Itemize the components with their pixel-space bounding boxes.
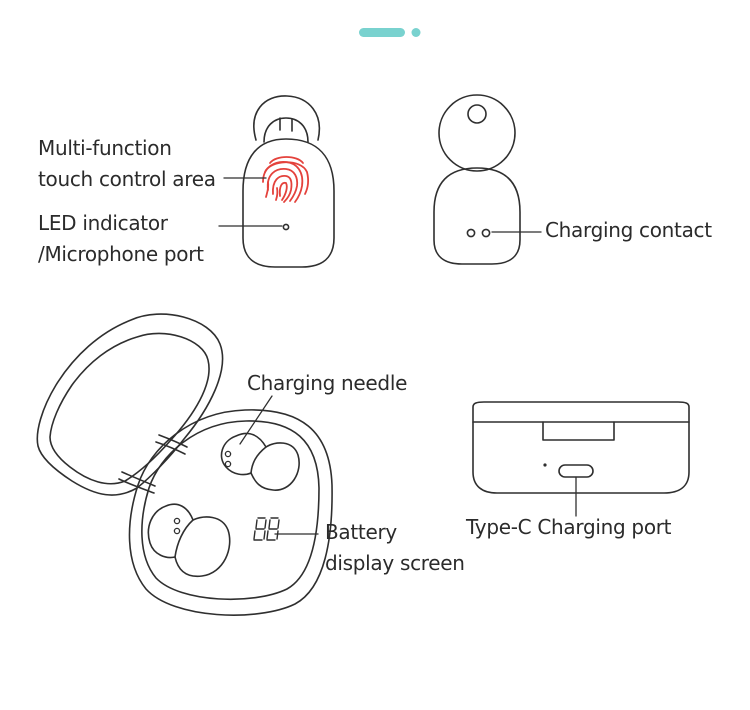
led-indicator-dot	[282, 223, 290, 231]
charging-contact-label: Charging contact	[545, 218, 712, 242]
case-led-dot	[543, 463, 547, 467]
charging-needle-pin	[224, 450, 232, 458]
touch-control-label-line2: touch control area	[38, 167, 216, 191]
touch-control-label-line1: Multi-function	[38, 136, 172, 160]
earbud-back-drawing	[433, 94, 521, 265]
led-indicator-label: LED indicator /Microphone port	[38, 208, 204, 270]
pager-indicator	[359, 28, 421, 37]
charging-case-open-drawing	[36, 313, 333, 616]
type-c-port	[558, 464, 594, 478]
pager-active-dot	[359, 28, 405, 37]
battery-display-label-line1: Battery	[325, 520, 397, 544]
charging-needle-pin	[224, 460, 232, 468]
led-indicator-label-line1: LED indicator	[38, 211, 168, 235]
touch-control-label: Multi-function touch control area	[38, 133, 216, 195]
charging-needle-label: Charging needle	[247, 371, 408, 395]
pager-inactive-dot	[411, 28, 421, 37]
led-indicator-label-line2: /Microphone port	[38, 242, 204, 266]
fingerprint-icon	[262, 156, 309, 203]
charging-case-closed-drawing	[472, 401, 690, 494]
battery-display-label: Battery display screen	[325, 517, 465, 579]
callout-lines	[218, 177, 577, 535]
battery-display-label-line2: display screen	[325, 551, 465, 575]
type-c-port-label: Type-C Charging port	[466, 515, 672, 539]
charging-contact-dot	[466, 228, 476, 238]
earbud-front-drawing	[242, 95, 335, 268]
charging-contact-dot	[481, 228, 491, 238]
battery-display-digits	[253, 517, 280, 541]
